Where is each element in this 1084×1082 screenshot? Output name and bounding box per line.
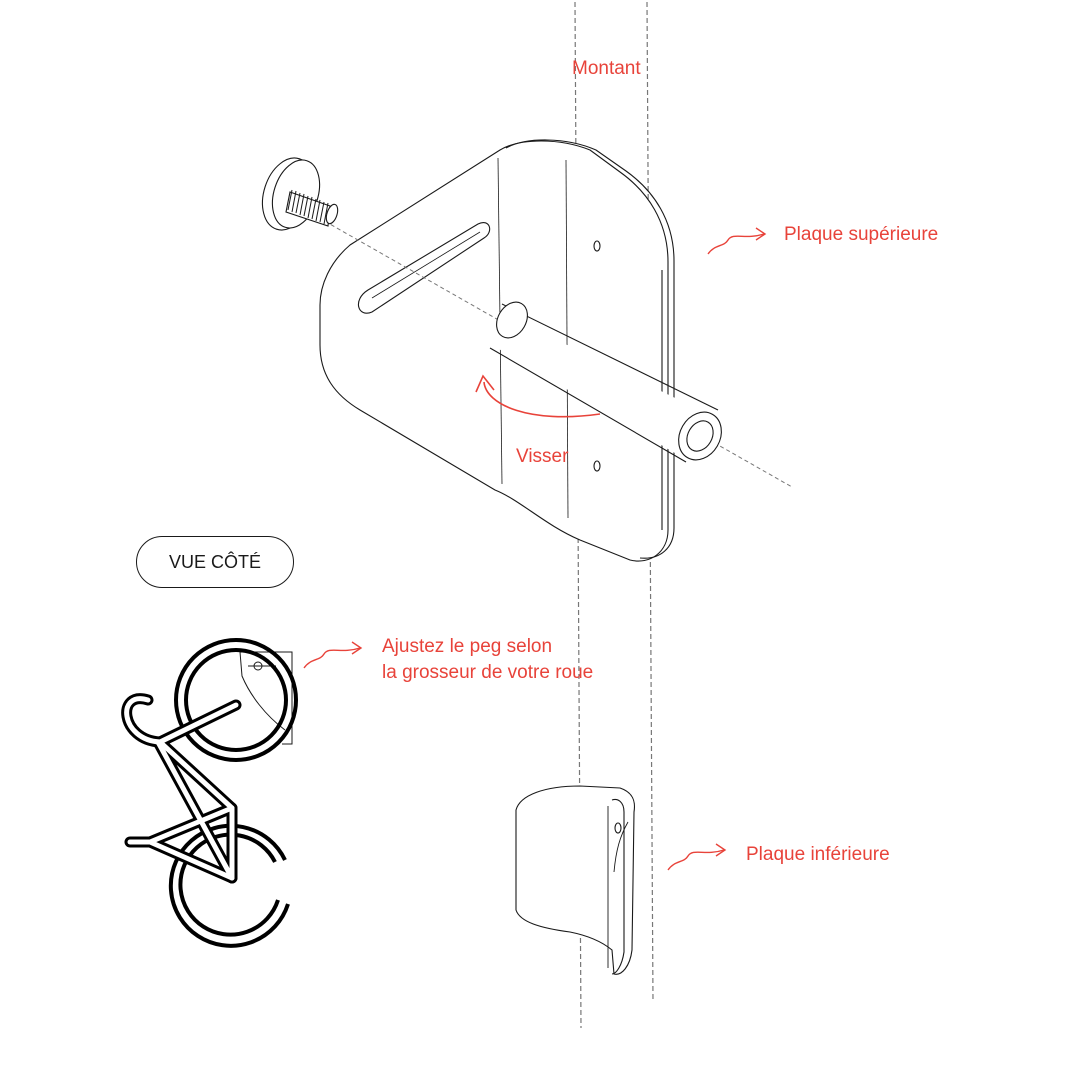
label-ajustez-line2: la grosseur de votre roue (382, 662, 594, 683)
lower-plate (515, 785, 636, 975)
bike-side-view (121, 638, 298, 948)
side-view-badge: VUE CÔTÉ (136, 536, 294, 588)
front-wheel (174, 638, 298, 762)
bolt (261, 157, 339, 231)
label-plaque-superieure: Plaque supérieure (784, 224, 939, 245)
annotation-arrow-lower-plate-icon (667, 843, 727, 871)
label-plaque-inferieure: Plaque inférieure (746, 844, 890, 865)
label-ajustez-line1: Ajustez le peg selon (382, 636, 553, 657)
annotation-arrow-upper-plate-icon (707, 227, 767, 255)
annotation-arrow-peg-adjust-icon (303, 641, 363, 669)
peg-tube (489, 301, 722, 463)
screw-rotation-arrow-icon (475, 374, 601, 418)
label-visser: Visser (516, 446, 569, 467)
rear-wheel (168, 823, 290, 948)
label-montant: Montant (572, 58, 641, 79)
upper-plate (319, 139, 675, 562)
